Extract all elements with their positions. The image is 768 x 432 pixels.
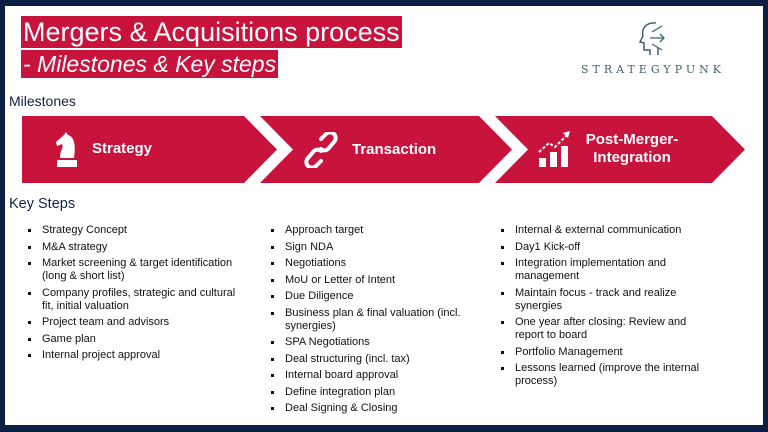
page-title: Mergers & Acquisitions process xyxy=(21,16,402,48)
key-step-item: Day1 Kick-off xyxy=(501,241,706,254)
page-subtitle: - Milestones & Key steps xyxy=(21,50,279,78)
key-step-item: Lessons learned (improve the internal pr… xyxy=(501,362,706,388)
key-steps-heading: Key Steps xyxy=(9,196,76,212)
milestone-label: Post-Merger- Integration xyxy=(577,131,687,167)
milestone-strategy: Strategy xyxy=(22,116,277,183)
key-step-item: Project team and advisors xyxy=(28,316,248,329)
key-step-item: Integration implementation and managemen… xyxy=(501,257,706,283)
key-step-item: Approach target xyxy=(271,224,466,237)
key-step-item: Internal & external communication xyxy=(501,224,706,237)
key-step-item: Deal Signing & Closing xyxy=(271,402,466,415)
key-step-item: Sign NDA xyxy=(271,241,466,254)
milestone-post-merger-integration: Post-Merger- Integration xyxy=(495,116,745,183)
key-step-item: Market screening & target identification… xyxy=(28,257,248,283)
milestone-label: Strategy xyxy=(92,140,153,157)
key-step-item: M&A strategy xyxy=(28,241,248,254)
key-step-item: Internal board approval xyxy=(271,369,466,382)
milestone-label-line2: Integration xyxy=(593,149,671,166)
strategypunk-logo: STRATEGYPUNK xyxy=(573,20,733,76)
head-arrows-icon xyxy=(638,22,665,55)
key-step-item: Business plan & final valuation (incl. s… xyxy=(271,307,466,333)
key-step-item: One year after closing: Review and repor… xyxy=(501,316,706,342)
key-step-item: Deal structuring (incl. tax) xyxy=(271,353,466,366)
key-step-item: MoU or Letter of Intent xyxy=(271,274,466,287)
milestone-transaction: Transaction xyxy=(260,116,512,183)
key-step-item: Internal project approval xyxy=(28,349,248,362)
key-step-item: Maintain focus - track and realize syner… xyxy=(501,287,706,313)
slide: Mergers & Acquisitions process - Milesto… xyxy=(5,6,763,425)
milestone-label: Transaction xyxy=(352,141,437,158)
key-step-item: Strategy Concept xyxy=(28,224,248,237)
key-step-item: Game plan xyxy=(28,333,248,346)
key-step-item: Due Diligence xyxy=(271,290,466,303)
key-step-item: SPA Negotiations xyxy=(271,336,466,349)
milestone-label-line1: Post-Merger- xyxy=(585,131,679,148)
key-step-item: Company profiles, strategic and cultural… xyxy=(28,287,248,313)
key-step-item: Define integration plan xyxy=(271,386,466,399)
chain-link-icon xyxy=(304,132,338,168)
growth-chart-icon xyxy=(538,131,570,167)
key-step-item: Negotiations xyxy=(271,257,466,270)
logo-text: STRATEGYPUNK xyxy=(580,63,726,76)
chess-knight-icon xyxy=(56,132,77,167)
key-step-item: Portfolio Management xyxy=(501,346,706,359)
milestones-heading: Milestones xyxy=(9,93,76,109)
